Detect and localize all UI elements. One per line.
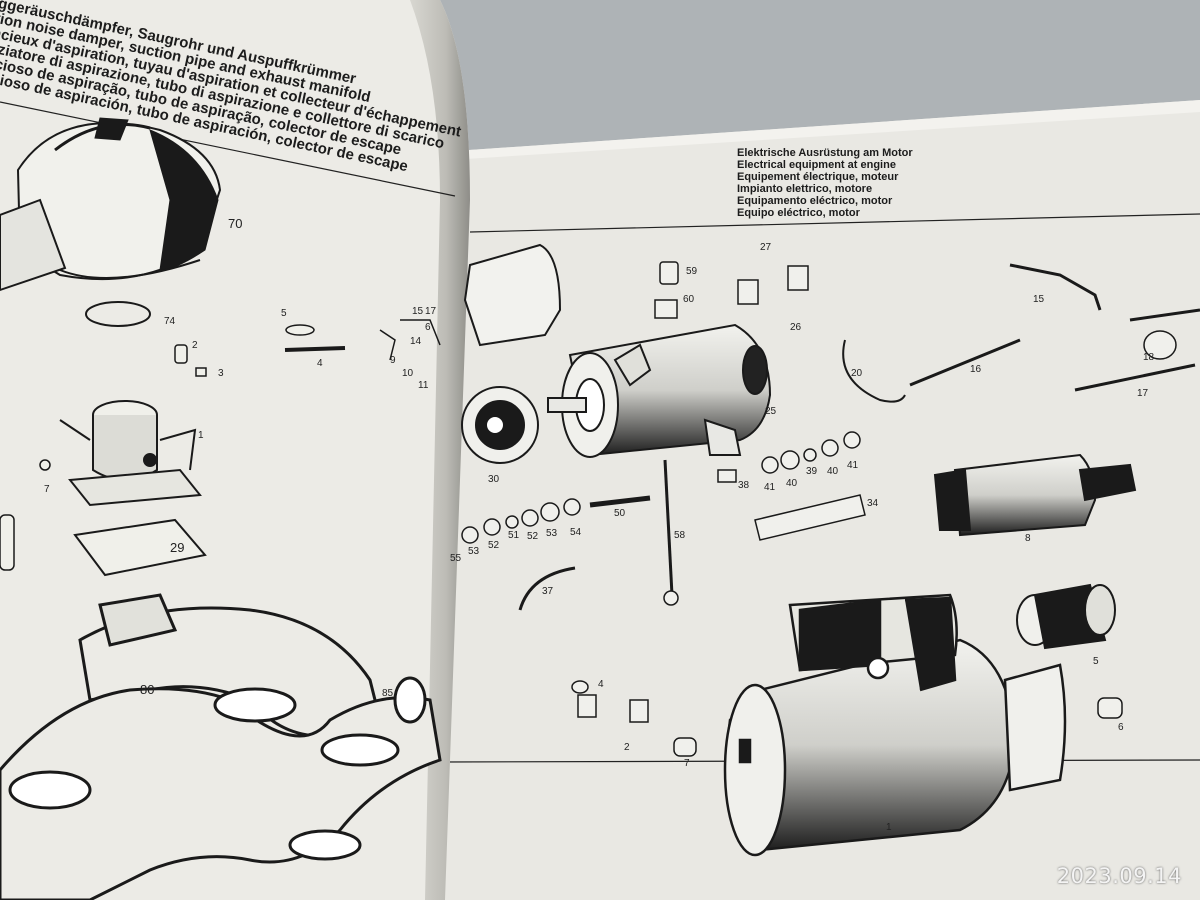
part-label: 50 [614, 508, 626, 519]
part-label: 27 [760, 242, 772, 253]
right-title-line: Equipamento eléctrico, motor [737, 195, 893, 207]
part-label: 3 [218, 368, 224, 379]
part-label: 1 [886, 822, 892, 833]
right-title-line: Elektrische Ausrüstung am Motor [737, 147, 913, 159]
part-label: 4 [317, 358, 323, 369]
part-label: 25 [765, 406, 777, 417]
part-label: 52 [488, 540, 500, 551]
part-label: 37 [542, 586, 554, 597]
part-label: 6 [1118, 722, 1124, 733]
manifold-drawing [0, 593, 442, 900]
part-label: 29 [170, 540, 185, 555]
part-label: 34 [867, 498, 879, 509]
small-parts-left [0, 319, 441, 571]
part-label: 15 [412, 306, 424, 317]
part-label: 30 [488, 474, 500, 485]
part-label: 40 [827, 466, 839, 477]
part-label: 7 [44, 484, 50, 495]
part-label: 17 [425, 306, 437, 317]
part-label: 60 [683, 294, 695, 305]
part-label: 20 [851, 368, 863, 379]
part-label: 16 [970, 364, 982, 375]
part-label: 6 [425, 322, 431, 333]
part-label: 1 [198, 430, 204, 441]
right-title-line: Electrical equipment at engine [737, 159, 896, 171]
part-label: 15 [1033, 294, 1045, 305]
part-label: 41 [847, 460, 859, 471]
part-label: 18 [1143, 352, 1155, 363]
part-label: 41 [764, 482, 776, 493]
part-label: 59 [686, 266, 698, 277]
part-label: 9 [390, 355, 396, 366]
part-label: 55 [450, 553, 462, 564]
air-cleaner-drawing [0, 117, 222, 292]
part-label: 2 [192, 340, 198, 351]
starter-drawing [723, 593, 1067, 857]
part-label: 14 [410, 336, 422, 347]
part-label: 54 [570, 527, 582, 538]
part-label: 85 [382, 688, 394, 699]
part-label: 70 [228, 216, 243, 231]
part-label: 53 [468, 546, 480, 557]
part-label: 5 [281, 308, 287, 319]
part-label: 40 [786, 478, 798, 489]
part-label: 53 [546, 528, 558, 539]
gasket-ring [85, 301, 151, 327]
pinion-drawing [1016, 583, 1116, 650]
part-label: 58 [674, 530, 686, 541]
part-label: 11 [418, 380, 429, 391]
part-label: 7 [684, 758, 690, 769]
part-label: 39 [806, 466, 818, 477]
part-label: 17 [1137, 388, 1149, 399]
part-label: 4 [598, 679, 604, 690]
part-label: 5 [1093, 656, 1099, 667]
flange-gasket [73, 518, 207, 577]
right-title-line: Equipo eléctrico, motor [737, 207, 860, 219]
carburetor-drawing [59, 400, 202, 507]
part-label: 10 [402, 368, 414, 379]
part-label: 2 [624, 742, 630, 753]
part-label: 80 [140, 682, 155, 697]
right-page-title: Elektrische Ausrüstung am Motor Electric… [737, 147, 913, 219]
solenoid-drawing [933, 453, 1137, 537]
part-label: 74 [164, 316, 176, 327]
small-parts-right [461, 261, 1200, 757]
part-label: 26 [790, 322, 802, 333]
right-title-line: Impianto elettrico, motore [737, 183, 873, 195]
date-stamp: 2023.09.14 [1056, 864, 1182, 888]
right-title-line: Equipement électrique, moteur [737, 171, 899, 183]
cover-part [463, 243, 562, 347]
fan-pulley-drawing [461, 386, 539, 464]
part-label: 52 [527, 531, 539, 542]
part-label: 8 [1025, 533, 1031, 544]
part-label: 38 [738, 480, 750, 491]
part-label: 51 [508, 530, 520, 541]
generator-drawing [547, 323, 772, 458]
